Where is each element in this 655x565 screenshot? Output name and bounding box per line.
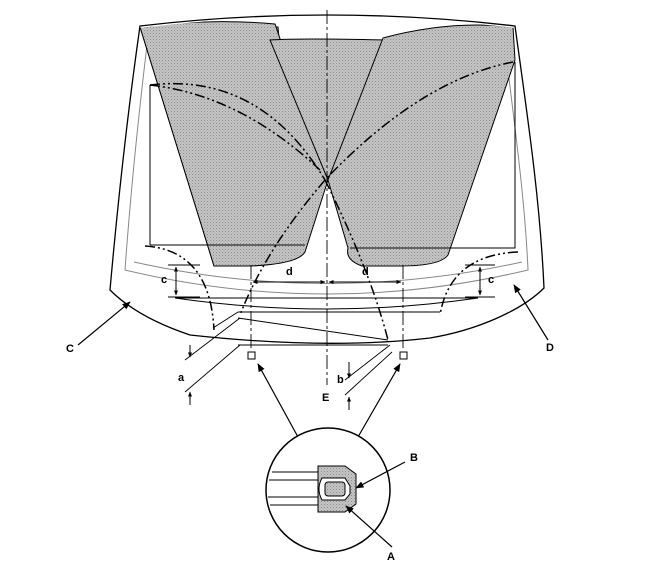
label-A: A	[387, 551, 395, 563]
dim-b-ext-bottom	[344, 351, 393, 396]
right-arc-top	[324, 61, 514, 181]
dimension-c: c c	[161, 264, 495, 298]
label-D: D	[546, 342, 554, 354]
label-a: a	[178, 372, 185, 384]
callout-b-arrow	[355, 461, 406, 489]
left-arc-upper-inner	[149, 84, 321, 171]
label-d-right: d	[362, 266, 369, 278]
callout-d-arrow	[513, 284, 549, 341]
label-C: C	[66, 343, 74, 355]
left-arc-top	[149, 82, 326, 181]
label-B: B	[410, 452, 418, 464]
right-corner-arc	[439, 251, 519, 316]
dim-b-ext-top	[344, 344, 391, 381]
blade-rest-line	[237, 317, 389, 341]
windshield-lower-trim	[133, 261, 523, 284]
label-E: E	[322, 392, 329, 404]
callout-a-arrow	[345, 505, 393, 548]
dimension-b: b	[337, 344, 393, 410]
wiper-arcs	[144, 61, 519, 341]
windshield-outer-edge	[109, 14, 545, 344]
label-c-left: c	[161, 274, 167, 286]
left-corner-arc	[144, 245, 215, 331]
clip-tab	[324, 481, 346, 497]
cowl-curve	[174, 297, 479, 310]
detail-arrow-left	[257, 363, 299, 438]
left-arc-lower	[324, 179, 389, 341]
cowl-left-join	[212, 311, 239, 329]
dimension-d: d d	[252, 266, 402, 284]
label-b: b	[337, 374, 344, 386]
label-d-left: d	[286, 266, 293, 278]
dim-a-ext-bottom	[184, 344, 241, 393]
passenger-side-sweep	[327, 24, 516, 267]
clip-detail-view	[265, 427, 391, 553]
wiper-sweep-areas	[139, 21, 516, 267]
detail-arrow-right	[357, 363, 401, 438]
right-arc-lower	[239, 179, 326, 316]
blade-right-edge	[350, 62, 516, 249]
callout-c-arrow	[77, 301, 131, 346]
dimension-a: a	[178, 317, 241, 405]
right-clip-marker	[399, 351, 408, 360]
dim-a-ext-top	[184, 317, 241, 361]
label-c-right: c	[488, 274, 494, 286]
left-clip-marker	[247, 351, 256, 360]
